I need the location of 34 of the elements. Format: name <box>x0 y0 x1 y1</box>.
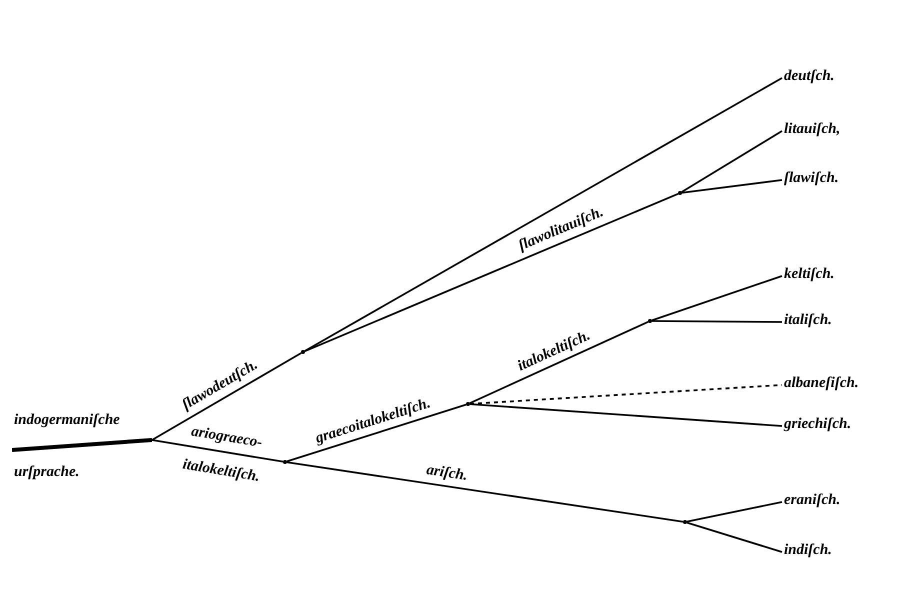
branch-point <box>678 191 682 195</box>
branch-point <box>683 520 687 524</box>
language-label: albaneſiſch. <box>783 374 859 393</box>
node-label: urſprache. <box>14 463 80 482</box>
language-label: eraniſch. <box>783 491 840 510</box>
branch-line <box>304 192 678 352</box>
branch-point <box>466 402 470 406</box>
branch-line <box>652 320 782 323</box>
branch-line <box>682 179 782 194</box>
language-label: indiſch. <box>783 541 832 560</box>
language-label: ſlawiſch. <box>783 169 839 188</box>
branch-point <box>648 319 652 323</box>
branch-line <box>304 77 782 352</box>
branch-line <box>286 404 466 462</box>
branch-line <box>652 275 782 322</box>
branch-line <box>469 321 649 404</box>
branch-point <box>301 350 305 354</box>
branch-line <box>152 352 302 441</box>
branch-line <box>152 439 284 463</box>
language-label: deutſch. <box>783 67 834 86</box>
language-label: griechiſch. <box>782 415 852 434</box>
branch-line <box>686 501 782 522</box>
branch-line <box>681 130 782 193</box>
branch-point <box>283 460 287 464</box>
branch-label: ariograeco- italokeltiſch. <box>180 422 264 487</box>
branch-line <box>686 522 782 553</box>
branch-line <box>286 461 684 523</box>
language-label: litauiſch, <box>783 120 840 139</box>
branch-label: ariſch. <box>425 461 470 486</box>
dotted-branch-line <box>470 384 782 405</box>
node-label: indogermaniſche <box>14 411 120 430</box>
branch-line <box>470 403 782 427</box>
language-label: keltiſch. <box>783 265 834 284</box>
language-label: italiſch. <box>783 311 832 330</box>
